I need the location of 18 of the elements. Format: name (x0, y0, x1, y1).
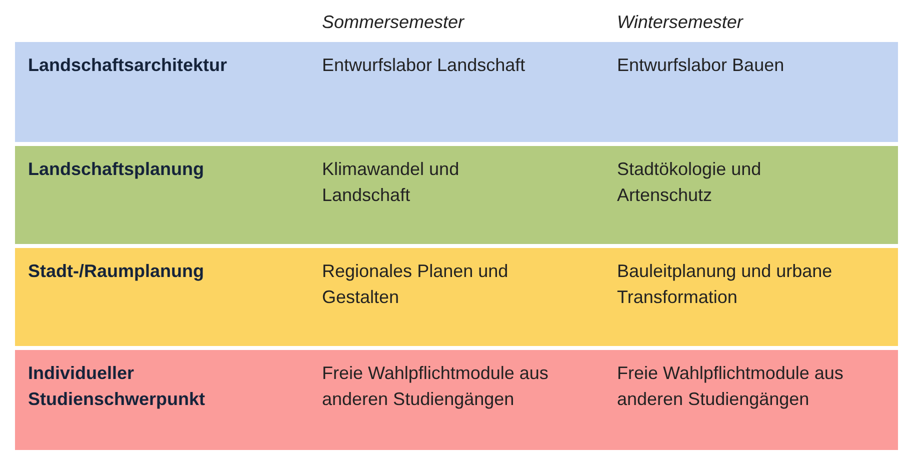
course-name: Stadtökologie und Artenschutz (617, 158, 762, 207)
row-heading: Stadt-/Raumplanung (28, 260, 205, 283)
row-heading: Landschaftsarchitektur (28, 54, 228, 77)
course-name: Bauleitplanung und urbane Transformation (617, 260, 834, 309)
row-heading: Landschaftsplanung (28, 158, 206, 181)
row-band (15, 248, 898, 346)
column-heading: Wintersemester (617, 12, 743, 33)
course-name: Freie Wahlpflichtmodule aus anderen Studiengängen (617, 362, 844, 411)
course-name: Entwurfslabor Landschaft (322, 54, 526, 77)
row-band (15, 350, 898, 450)
row-band (15, 42, 898, 142)
course-name: Freie Wahlpflichtmodule aus anderen Studiengängen (322, 362, 550, 411)
row-band (15, 146, 898, 244)
row-heading: Individueller Studienschwerpunkt (28, 362, 206, 411)
course-name: Regionales Planen und Gestalten (322, 260, 510, 309)
course-name: Klimawandel und Landschaft (322, 158, 460, 207)
column-heading: Sommersemester (322, 12, 464, 33)
course-name: Entwurfslabor Bauen (617, 54, 786, 77)
